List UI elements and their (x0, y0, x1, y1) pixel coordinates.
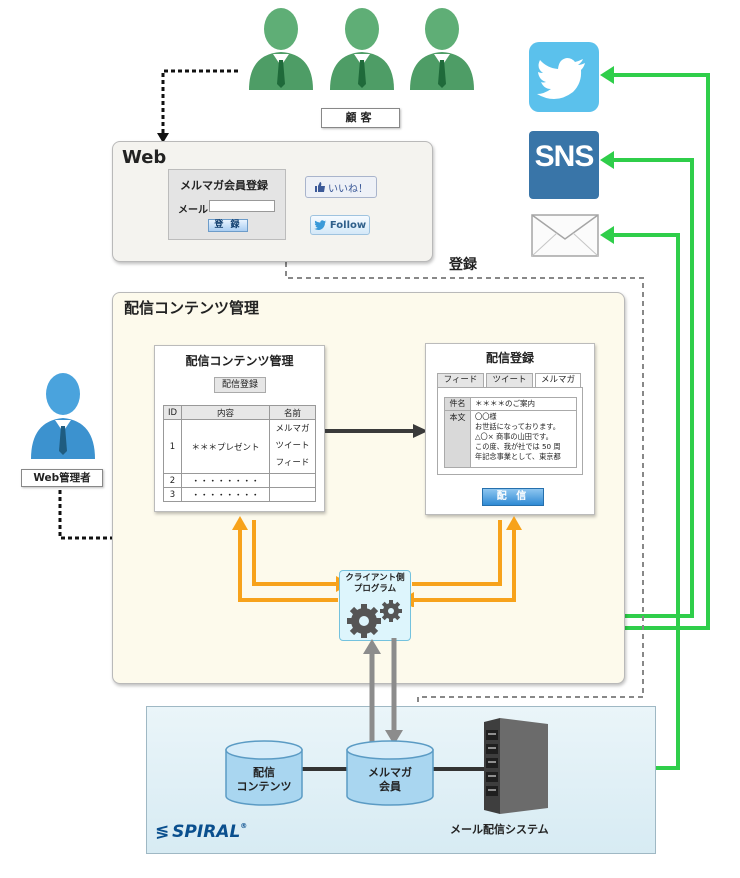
signup-form-title: メルマガ会員登録 (180, 179, 268, 192)
customer-label: 顧客 (321, 108, 400, 128)
mail-system-label: メール配信システム (450, 823, 549, 836)
db-contents-text: 配信 コンテンツ (236, 766, 292, 793)
db-members-text: メルマガ 会員 (368, 766, 412, 793)
body-line: △〇× 商事の山田です。 (475, 432, 553, 441)
db-members-label: メルマガ 会員 (345, 766, 435, 794)
table-row[interactable]: 3 ・・・・・・・・ (163, 487, 316, 502)
client-program-label: クライアント側 プログラム (339, 573, 411, 595)
customer-person-icon (249, 8, 313, 90)
mail-input[interactable] (209, 200, 275, 212)
row-name: ツイート (275, 441, 310, 451)
sns-icon (529, 131, 599, 199)
green-arrowheads (600, 66, 614, 244)
register-dashed-line (285, 262, 644, 736)
table-header-row: ID 内容 名前 (163, 405, 316, 420)
spiral-logo-text: SPIRAL (172, 822, 241, 842)
spiral-logo-registered: ® (240, 822, 248, 830)
tab-mailmag[interactable]: メルマガ (535, 373, 581, 388)
follow-button[interactable]: Follow (310, 215, 370, 235)
delivery-register-title: 配信登録 (485, 351, 534, 365)
row-id: 1 (163, 419, 182, 474)
row-id: 2 (163, 473, 182, 488)
tab-tweet[interactable]: ツイート (486, 373, 533, 387)
header-content: 内容 (181, 405, 270, 420)
database-icon (225, 740, 303, 806)
list-to-register-arrow (325, 424, 428, 438)
body-line: 年記念事業として、東京都 (475, 452, 561, 461)
twitter-bird-icon (537, 58, 585, 100)
row-name: メルマガ (275, 424, 310, 434)
register-button[interactable]: 登 録 (208, 219, 248, 232)
register-flow-label: 登録 (449, 257, 477, 273)
admin-label: Web管理者 (21, 469, 103, 487)
send-button[interactable]: 配 信 (482, 488, 544, 506)
mail-label: メール (178, 205, 208, 216)
content-list-title: 配信コンテンツ管理 (185, 354, 294, 368)
spiral-logo: ≶ SPIRAL® (155, 822, 247, 842)
subject-key: 件名 (444, 397, 471, 411)
delivery-register-button[interactable]: 配信登録 (214, 377, 266, 393)
body-field[interactable] (470, 410, 577, 468)
server-icon (484, 718, 548, 814)
table-row[interactable]: 1 ＊＊＊プレゼント メルマガ ツイート フィード (163, 419, 316, 474)
delivery-management-title: 配信コンテンツ管理 (124, 299, 260, 317)
body-line: 〇〇様 (475, 412, 497, 421)
follow-label: Follow (329, 219, 367, 231)
twitter-icon (529, 42, 599, 112)
tab-feed[interactable]: フィード (437, 373, 484, 387)
thumbs-up-icon (315, 182, 325, 192)
sns-icon-text: SNS (534, 140, 595, 173)
header-name: 名前 (269, 405, 316, 420)
row-content: ・・・・・・・・ (181, 487, 270, 502)
email-envelope-icon (531, 214, 599, 257)
subject-value[interactable]: ＊＊＊＊のご案内 (470, 397, 577, 411)
row-content: ・・・・・・・・ (181, 473, 270, 488)
row-name: フィード (275, 458, 310, 468)
body-line: お世話になっております。 (475, 422, 560, 431)
customer-person-icon (410, 8, 474, 90)
gray-sync-arrows (363, 638, 403, 746)
like-label: いいね！ (328, 183, 368, 195)
body-key: 本文 (444, 410, 471, 468)
web-title: Web (122, 147, 167, 168)
row-names (269, 473, 316, 488)
row-id: 3 (163, 487, 182, 502)
content-list-table: ID 内容 名前 1 ＊＊＊プレゼント メルマガ ツイート フィード 2 ・・・… (163, 405, 316, 502)
twitter-bird-icon (313, 219, 327, 230)
database-icon (346, 740, 434, 806)
db-connection-lines (300, 767, 490, 771)
like-button[interactable]: いいね！ (305, 176, 377, 198)
gear-icon (347, 600, 402, 638)
table-row[interactable]: 2 ・・・・・・・・ (163, 473, 316, 488)
customer-to-web-dotted (161, 69, 238, 136)
body-line: この度、我が社では 50 周 (475, 442, 561, 451)
admin-person-icon (31, 373, 95, 459)
row-content: ＊＊＊プレゼント (181, 419, 270, 474)
customer-person-icon (330, 8, 394, 90)
row-names: メルマガ ツイート フィード (269, 419, 316, 474)
client-program-text: クライアント側 プログラム (345, 573, 405, 594)
admin-to-mgmt-dotted (58, 490, 124, 540)
spiral-logo-mark-icon: ≶ (155, 822, 169, 842)
header-id: ID (163, 405, 182, 420)
db-contents-label: 配信 コンテンツ (224, 766, 304, 794)
customer-arrowhead (157, 133, 169, 143)
row-names (269, 487, 316, 502)
